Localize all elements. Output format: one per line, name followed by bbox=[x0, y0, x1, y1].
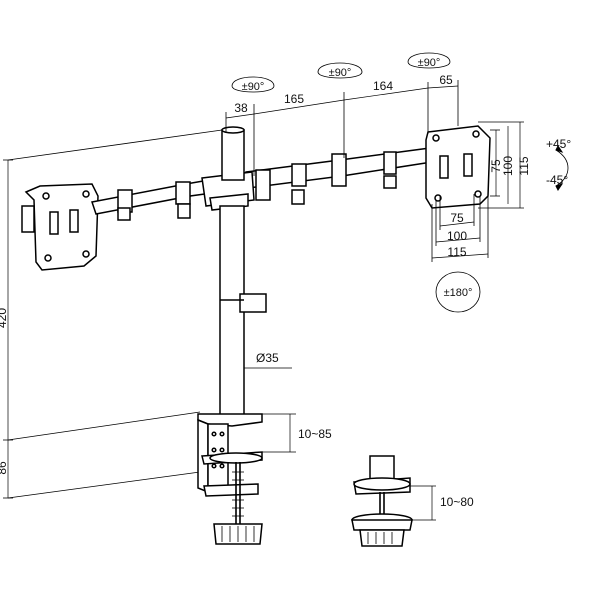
vesa-height-100-label: 100 bbox=[501, 156, 515, 176]
plate-offset-label: 65 bbox=[439, 73, 453, 87]
rotate-label: ±180° bbox=[444, 287, 473, 299]
grommet-range-label: 10~80 bbox=[440, 495, 474, 509]
tilt-down-label: -45° bbox=[546, 173, 568, 187]
rotate-arrow bbox=[435, 271, 481, 313]
right-vesa-plate bbox=[425, 125, 491, 209]
swivel-arrows bbox=[231, 52, 451, 93]
left-vesa-plate bbox=[21, 183, 99, 271]
arms bbox=[91, 147, 433, 221]
arm-inner-label: 165 bbox=[284, 92, 304, 106]
grommet-range-dimension bbox=[410, 485, 436, 521]
reference-lines bbox=[3, 129, 223, 499]
grommet-mount bbox=[351, 455, 413, 547]
arm-outer-label: 164 bbox=[373, 79, 393, 93]
clamp-range-label: 10~85 bbox=[298, 427, 332, 441]
swivel-label-2: ±90° bbox=[329, 67, 352, 79]
vesa-height-75-label: 75 bbox=[489, 159, 503, 173]
swivel-label-3: ±90° bbox=[418, 57, 441, 69]
total-height-label: 420 bbox=[0, 308, 9, 328]
swivel-label-1: ±90° bbox=[242, 81, 265, 93]
tilt-up-label: +45° bbox=[546, 137, 571, 151]
vesa-height-115-label: 115 bbox=[517, 156, 531, 175]
base-height-label: 86 bbox=[0, 461, 9, 475]
top-offset-label: 38 bbox=[234, 101, 248, 115]
clamp-range-dimension bbox=[262, 413, 296, 453]
top-dimension-line bbox=[225, 80, 459, 176]
vesa-width-115-label: 115 bbox=[447, 245, 466, 259]
vesa-dimension-lines bbox=[431, 121, 524, 262]
desk-clamp bbox=[197, 413, 263, 545]
pole-diameter-label: Ø35 bbox=[256, 351, 279, 365]
vesa-width-75-label: 75 bbox=[450, 211, 464, 225]
vesa-width-100-label: 100 bbox=[447, 229, 467, 243]
tilt-arrow bbox=[555, 145, 569, 191]
